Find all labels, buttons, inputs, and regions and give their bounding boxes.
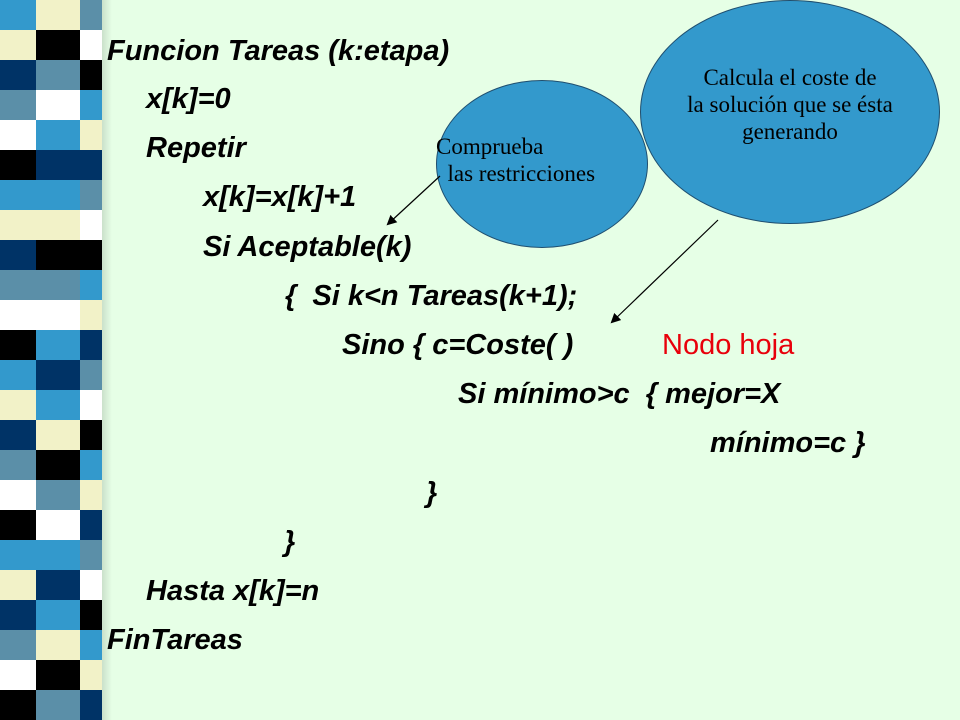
strip-cell — [80, 600, 102, 630]
strip-cell — [80, 120, 102, 150]
strip-cell — [80, 480, 102, 510]
strip-cell — [80, 540, 102, 570]
code-line-if-acceptable: Si Aceptable(k) — [203, 231, 412, 263]
strip-cell — [0, 300, 36, 330]
code-line-function-header: Funcion Tareas (k:etapa) — [107, 35, 450, 67]
strip-cell — [80, 210, 102, 240]
strip-column — [80, 0, 102, 720]
strip-cell — [36, 510, 80, 540]
strip-cell — [36, 150, 80, 180]
strip-cell — [0, 360, 36, 390]
code-line-if-recursive: { Si k<n Tareas(k+1); — [285, 280, 578, 312]
strip-cell — [0, 270, 36, 300]
strip-cell — [80, 330, 102, 360]
decorative-side-strip — [0, 0, 112, 720]
strip-cell — [0, 690, 36, 720]
strip-cell — [36, 420, 80, 450]
strip-cell — [80, 300, 102, 330]
callout-cost-bubble — [640, 0, 940, 224]
strip-cell — [36, 240, 80, 270]
strip-cell — [36, 180, 80, 210]
strip-cell — [80, 270, 102, 300]
strip-edge — [102, 0, 112, 720]
strip-cell — [0, 240, 36, 270]
strip-cell — [80, 360, 102, 390]
strip-cell — [80, 30, 102, 60]
callout-restrictions-text: Comprueba las restricciones — [436, 134, 596, 186]
strip-cell — [0, 120, 36, 150]
strip-cell — [0, 420, 36, 450]
strip-cell — [80, 510, 102, 540]
strip-cell — [36, 120, 80, 150]
strip-cell — [36, 300, 80, 330]
strip-cell — [0, 60, 36, 90]
strip-cell — [0, 90, 36, 120]
strip-cell — [80, 630, 102, 660]
strip-cell — [36, 270, 80, 300]
strip-column — [0, 0, 36, 720]
strip-cell — [0, 570, 36, 600]
strip-cell — [36, 330, 80, 360]
strip-cell — [36, 600, 80, 630]
code-line-end: FinTareas — [107, 624, 243, 656]
strip-cell — [80, 90, 102, 120]
strip-cell — [80, 180, 102, 210]
code-line-else-cost: Sino { c=Coste( ) — [342, 329, 574, 361]
strip-cell — [0, 390, 36, 420]
strip-cell — [36, 30, 80, 60]
strip-cell — [0, 210, 36, 240]
strip-cell — [36, 90, 80, 120]
strip-cell — [36, 540, 80, 570]
code-line-until: Hasta x[k]=n — [146, 575, 320, 607]
strip-cell — [36, 0, 80, 30]
code-line-repeat: Repetir — [146, 132, 246, 164]
strip-cell — [0, 180, 36, 210]
strip-cell — [80, 660, 102, 690]
arrow-cost — [610, 219, 719, 324]
strip-cell — [0, 0, 36, 30]
strip-cell — [80, 240, 102, 270]
strip-cell — [0, 630, 36, 660]
code-line-increment: x[k]=x[k]+1 — [203, 181, 357, 213]
callout-cost-text: Calcula el coste de la solución que se é… — [687, 65, 893, 144]
leaf-node-note: Nodo hoja — [662, 329, 795, 361]
strip-cell — [80, 570, 102, 600]
strip-cell — [36, 690, 80, 720]
strip-cell — [36, 450, 80, 480]
strip-cell — [0, 480, 36, 510]
strip-cell — [36, 390, 80, 420]
strip-cell — [0, 540, 36, 570]
strip-cell — [80, 690, 102, 720]
strip-cell — [0, 30, 36, 60]
strip-cell — [0, 150, 36, 180]
strip-cell — [80, 450, 102, 480]
code-line-init: x[k]=0 — [146, 83, 231, 115]
strip-cell — [80, 150, 102, 180]
code-line-close-brace-inner: } — [426, 477, 438, 509]
strip-column — [36, 0, 80, 720]
strip-cell — [36, 210, 80, 240]
strip-cell — [36, 360, 80, 390]
strip-cell — [0, 510, 36, 540]
strip-cell — [80, 0, 102, 30]
strip-cell — [36, 660, 80, 690]
code-line-if-minimum: Si mínimo>c { mejor=X — [458, 378, 781, 410]
strip-cell — [0, 600, 36, 630]
strip-cell — [36, 630, 80, 660]
strip-cell — [0, 660, 36, 690]
strip-cell — [36, 570, 80, 600]
code-line-assign-minimum: mínimo=c } — [710, 427, 866, 459]
strip-cell — [80, 420, 102, 450]
code-line-close-brace-outer: } — [284, 526, 296, 558]
strip-cell — [0, 330, 36, 360]
strip-cell — [80, 60, 102, 90]
strip-cell — [0, 450, 36, 480]
strip-cell — [80, 390, 102, 420]
strip-cell — [36, 480, 80, 510]
strip-cell — [36, 60, 80, 90]
